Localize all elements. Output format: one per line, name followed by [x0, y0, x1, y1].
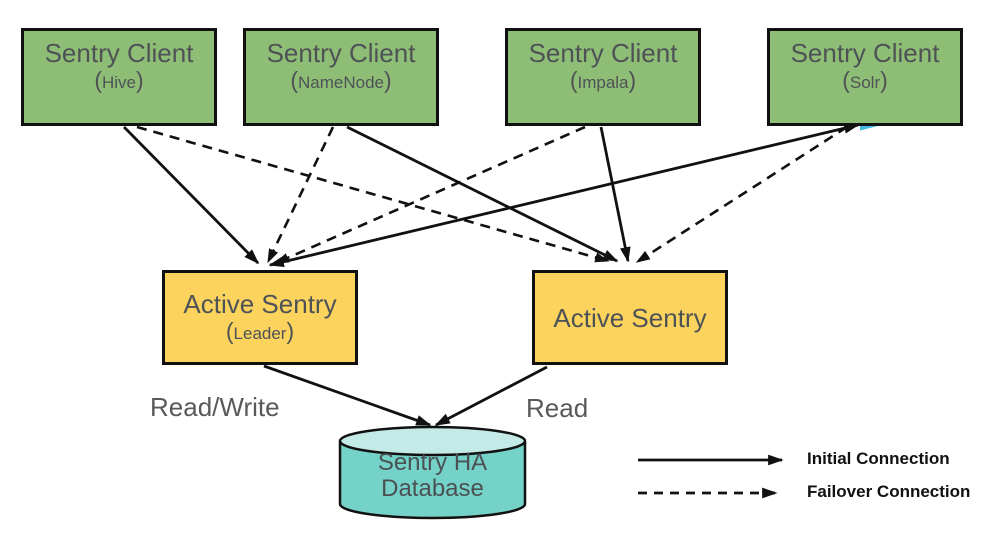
- arrow-solr-to-leader: [268, 122, 860, 268]
- client-box-namenode: Sentry Client (NameNode): [243, 28, 439, 126]
- database-label-line1: Sentry HA: [377, 449, 488, 476]
- paren-open: (: [225, 318, 234, 344]
- paren-open: (: [94, 67, 102, 93]
- paren-close: ): [880, 67, 888, 93]
- client-subtitle: (Hive): [94, 68, 143, 95]
- server-title: Active Sentry: [183, 289, 337, 319]
- server-box-active: Active Sentry: [532, 270, 728, 365]
- initial-connection-arrows: [123, 122, 860, 427]
- paren-close: ): [286, 318, 295, 344]
- edge-label-read-write: Read/Write: [150, 392, 280, 422]
- paren-open: (: [569, 67, 578, 93]
- failover-connection-arrows: [136, 125, 848, 265]
- client-title: Sentry Client: [528, 38, 678, 68]
- client-sub-label: Impala: [577, 73, 629, 92]
- paren-close: ): [136, 67, 144, 93]
- arrow-namenode-to-leader-failover: [266, 126, 335, 264]
- client-title: Sentry Client: [266, 38, 416, 68]
- legend-lines: [638, 454, 784, 499]
- arrow-impala-to-leader-failover: [274, 125, 586, 265]
- legend-label-failover: Failover Connection: [807, 482, 971, 501]
- arrow-solr-to-active-failover: [635, 125, 848, 264]
- paren-close: ): [628, 67, 637, 93]
- arrow-impala-to-active: [599, 126, 631, 263]
- arrow-leader-to-db: [263, 364, 432, 427]
- database-label: Sentry HA Database: [340, 450, 525, 502]
- cylinder-top: [338, 425, 527, 457]
- client-title: Sentry Client: [790, 38, 940, 68]
- arrow-hive-to-active-failover: [136, 125, 610, 263]
- client-title: Sentry Client: [44, 38, 194, 68]
- client-sub-label: Hive: [101, 73, 136, 92]
- legend-label-initial: Initial Connection: [807, 449, 950, 468]
- arrow-namenode-to-active: [346, 125, 619, 263]
- client-sub-label: Solr: [849, 73, 881, 92]
- client-box-solr: Sentry Client (Solr): [767, 28, 963, 126]
- client-sub-label: NameNode: [298, 73, 384, 92]
- database-label-line2: Database: [381, 475, 484, 502]
- client-subtitle: (NameNode): [290, 68, 391, 95]
- server-box-leader: Active Sentry (Leader): [162, 270, 358, 365]
- edge-label-read: Read: [526, 393, 589, 423]
- paren-close: ): [384, 67, 392, 93]
- paren-open: (: [842, 67, 850, 93]
- arrow-hive-to-leader: [123, 126, 260, 265]
- database-cylinder: [338, 425, 527, 520]
- server-title: Active Sentry: [553, 302, 707, 333]
- client-subtitle: (Impala): [570, 68, 636, 95]
- paren-open: (: [290, 67, 298, 93]
- arrow-active-to-db: [434, 365, 548, 427]
- server-sub-label: Leader: [233, 324, 287, 343]
- client-box-hive: Sentry Client (Hive): [21, 28, 217, 126]
- client-subtitle: (Solr): [842, 68, 888, 95]
- cylinder-body: [338, 441, 527, 520]
- client-box-impala: Sentry Client (Impala): [505, 28, 701, 126]
- server-subtitle: (Leader): [226, 319, 294, 346]
